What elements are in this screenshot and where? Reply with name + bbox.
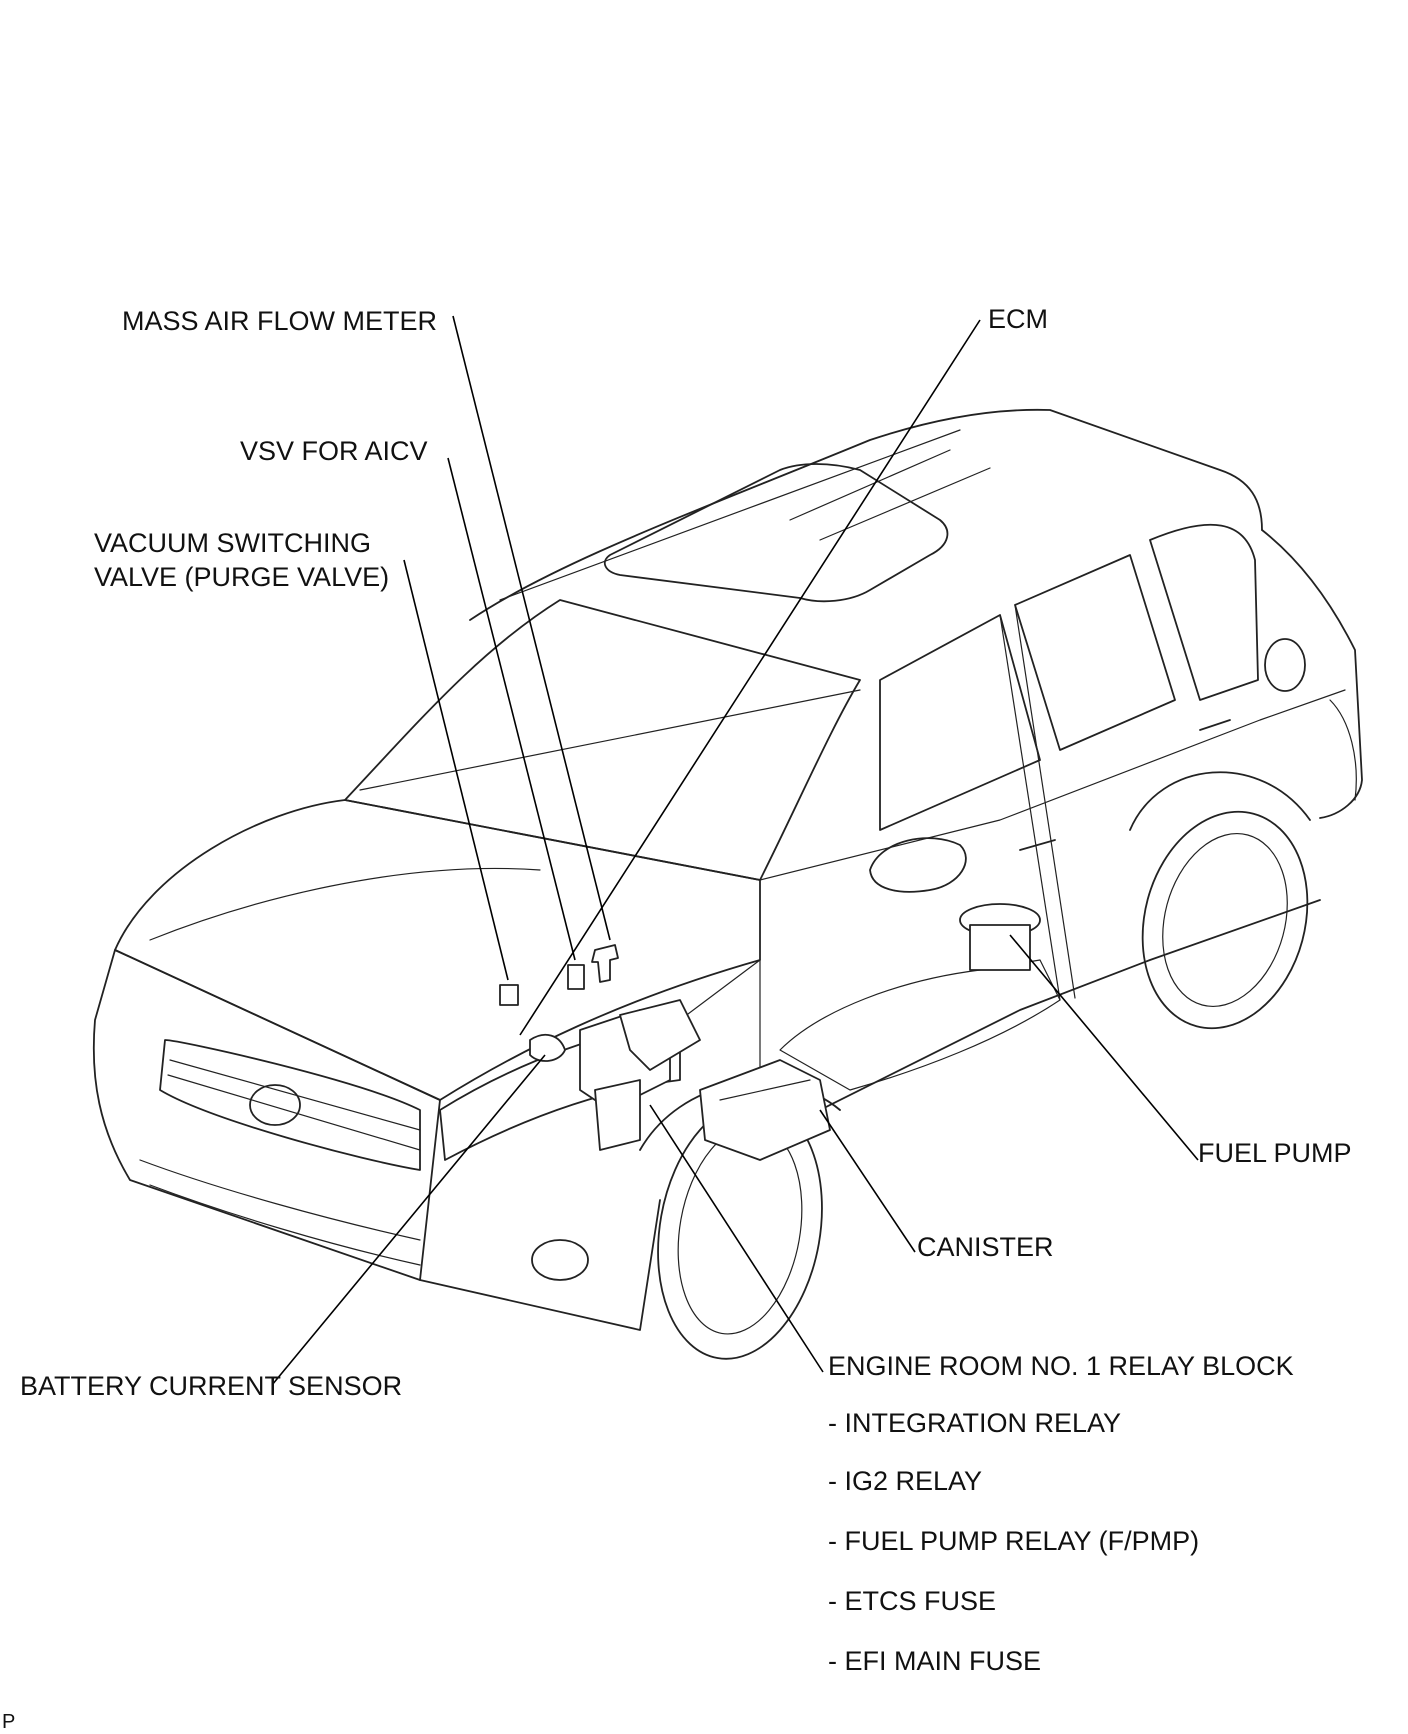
grille-bar-1 [169,1059,421,1131]
emblem [249,1084,301,1126]
label-engine-room-relay-block: ENGINE ROOM NO. 1 RELAY BLOCK [828,1351,1294,1381]
figure-code: P [2,1711,15,1733]
component-labels: MASS AIR FLOW METER ECM VSV FOR AICV VAC… [2,304,1352,1733]
quarter-window [1149,523,1259,701]
purge-valve-shape [499,984,519,1006]
front-door-window [879,614,1041,831]
rocker-line [759,899,1321,1141]
vsv-aicv-shape [567,964,585,990]
fuel-tank [779,959,1061,1091]
rear-body-edge [1261,529,1363,819]
fog-lamp [531,1239,589,1281]
belt-line [759,689,1346,881]
leader-ecm [519,319,981,1036]
leader-purge-valve [403,559,509,981]
front-fascia [92,949,441,1281]
roof-inner-line [499,429,961,601]
side-mirror [869,837,967,893]
grille-bar-2 [167,1074,421,1151]
fuel-door [1264,638,1306,692]
relay-item-efi-main-fuse: - EFI MAIN FUSE [828,1646,1041,1676]
roof-rail-2 [819,467,991,541]
b-pillar [999,614,1061,1001]
leader-fuel-pump [1009,934,1199,1161]
maf-meter-shape [591,944,619,983]
rear-wheel [1141,810,1309,1030]
canister-shape [699,1059,831,1161]
hood-crease [149,867,541,941]
leader-vsv-aicv [447,457,576,961]
leader-relay-block [649,1104,824,1373]
sunroof [603,463,949,603]
windshield-header [359,689,861,791]
label-vacuum-switching-valve-line2: VALVE (PURGE VALVE) [94,562,389,592]
lower-bumper-line-2 [149,1184,421,1266]
grille [159,1039,421,1171]
relay-item-ig2-relay: - IG2 RELAY [828,1466,982,1496]
relay-item-integration-relay: - INTEGRATION RELAY [828,1408,1121,1438]
label-mass-air-flow-meter: MASS AIR FLOW METER [122,306,437,336]
roof-line [469,408,1263,621]
label-canister: CANISTER [917,1232,1054,1262]
leader-battery-current-sensor [271,1054,546,1386]
bracket-shape [594,1079,641,1151]
front-corner [419,1199,661,1331]
relay-item-fuel-pump-relay: - FUEL PUMP RELAY (F/PMP) [828,1526,1199,1556]
label-ecm: ECM [988,304,1048,334]
label-fuel-pump: FUEL PUMP [1198,1138,1352,1168]
b-pillar-edge [1014,604,1076,999]
rear-wheel-arch [1129,771,1311,831]
label-vacuum-switching-valve-line1: VACUUM SWITCHING [94,528,371,558]
battery-current-sensor-shape [529,1033,566,1062]
rear-door-handle [1199,719,1231,731]
rear-door-window [1014,554,1176,751]
leader-maf [452,315,611,941]
lower-bumper-line-1 [139,1159,421,1241]
label-vsv-for-aicv: VSV FOR AICV [240,436,428,466]
leader-canister [819,1109,916,1253]
vehicle-illustration [92,408,1363,1360]
label-battery-current-sensor: BATTERY CURRENT SENSOR [20,1371,402,1401]
canister-detail [719,1079,811,1101]
roof-rail-1 [789,449,951,521]
relay-item-etcs-fuse: - ETCS FUSE [828,1586,996,1616]
rear-wheel-rim [1162,832,1288,1008]
rear-lamp-edge [1329,699,1357,801]
leader-lines [271,315,1199,1386]
windshield [344,599,861,881]
ecm-shape [619,999,701,1071]
front-door-handle [1019,839,1056,851]
